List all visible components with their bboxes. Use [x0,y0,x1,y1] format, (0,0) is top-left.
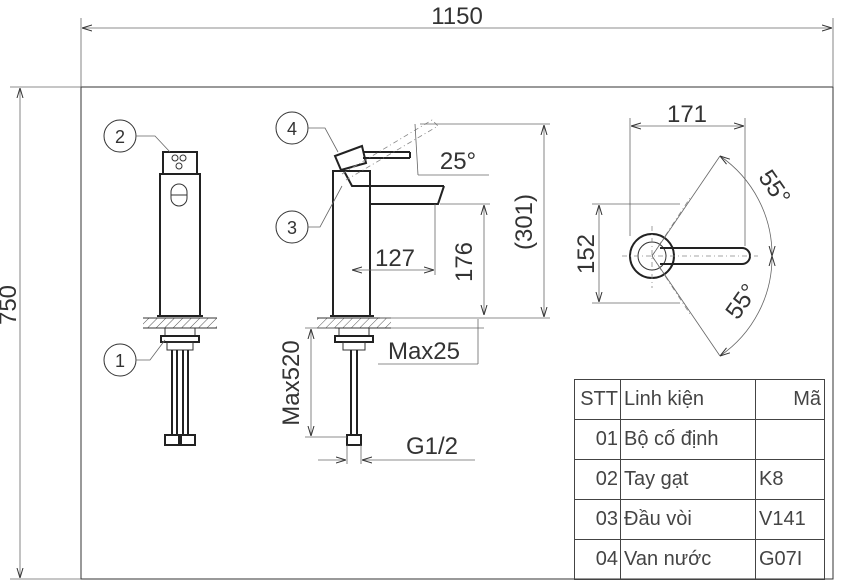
faucet-side-view [143,151,217,446]
rotation-left-label: 55° [720,279,763,324]
table-row: 04 Van nước G07I [574,539,825,580]
drawing-frame [80,86,834,580]
row-name: Bộ cố định [620,419,756,460]
top-depth-label: 152 [573,234,600,274]
row-name: Đầu vòi [620,499,756,540]
overall-height-label: 750 [0,285,22,325]
callout-3-label: 3 [287,218,297,238]
hose-length-dimension: Max520 [278,327,347,438]
total-height-label: (301) [511,194,538,250]
row-stt: 03 [574,499,621,540]
overall-width-label: 1150 [431,3,483,30]
spout-reach-label: 127 [375,245,415,272]
row-code [755,419,825,460]
top-depth-dimension: 152 [573,203,680,304]
top-width-dimension: 171 [629,101,746,246]
row-name: Tay gạt [620,459,756,500]
callout-1-label: 1 [115,351,125,371]
row-code: G07I [755,539,825,580]
faucet-top-view [622,156,772,356]
callout-3: 3 [275,185,343,244]
hose-length-label: Max520 [278,340,305,425]
spout-height-dimension: 176 [440,203,490,315]
header-stt: STT [574,379,621,420]
row-stt: 02 [574,459,621,500]
row-name: Van nước [620,539,756,580]
deck-thickness-dimension: Max25 [378,319,484,365]
thread-dimension: G1/2 [318,433,475,464]
callout-2-label: 2 [115,127,125,147]
callout-1: 1 [103,339,166,377]
faucet-front-view [317,119,445,446]
rotation-right-label: 55° [753,165,796,210]
callout-2: 2 [103,119,171,153]
lever-angle-label: 25° [440,148,476,175]
lever-angle-dimension: 25° [414,123,489,176]
table-row: 03 Đầu vòi V141 [574,499,825,540]
row-stt: 04 [574,539,621,580]
total-height-dimension: (301) [380,123,550,319]
callout-4: 4 [275,111,339,153]
table-row: 02 Tay gạt K8 [574,459,825,500]
parts-table-header: STT Linh kiện Mã [574,379,825,420]
deck-thickness-label: Max25 [388,338,460,365]
parts-table: STT Linh kiện Mã 01 Bộ cố định 02 Tay gạ… [574,379,825,580]
row-code: V141 [755,499,825,540]
spout-height-label: 176 [451,242,478,282]
row-stt: 01 [574,419,621,460]
header-code: Mã [755,379,825,420]
callout-4-label: 4 [287,119,297,139]
header-name: Linh kiện [620,379,756,420]
top-width-label: 171 [667,101,707,128]
row-code: K8 [755,459,825,500]
overall-width-dimension: 1150 [80,3,834,87]
thread-label: G1/2 [406,433,458,460]
overall-height-dimension: 750 [0,86,81,580]
table-row: 01 Bộ cố định [574,419,825,460]
spout-reach-dimension: 127 [352,204,436,275]
